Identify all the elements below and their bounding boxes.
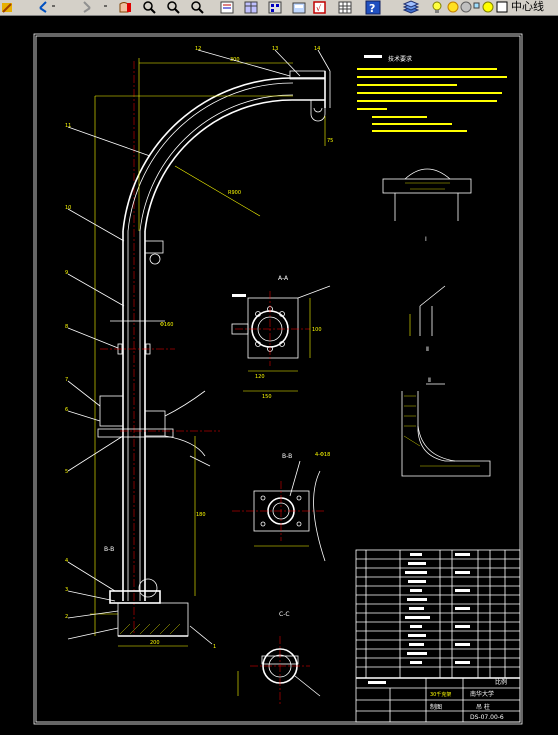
dim-dia-pipe: Φ160 [160,322,173,328]
zoom-previous-icon[interactable] [191,1,204,14]
weld-detail-2: Ⅱ [409,285,446,353]
dim-150: 150 [262,394,272,400]
dim-100: 100 [312,327,322,333]
section-c-c-label: C-C [279,611,290,618]
svg-text:?: ? [369,2,375,15]
part-no-6: 6 [65,407,68,413]
color-swatch-icon[interactable] [482,1,508,13]
marker-b-left: B-B [104,546,114,553]
drawing-inner-frame [35,35,521,723]
part-no-12: 12 [195,46,201,52]
section-c-c: C-C [237,611,321,706]
section-a-a: A-A 120 150 100 [231,275,331,400]
part-no-10: 10 [65,205,71,211]
lock-icon[interactable] [460,1,480,13]
notes-title: 技术要求 [388,55,412,63]
pan-icon[interactable] [119,2,131,13]
part-no-8: 8 [65,324,68,330]
drawing-frame [33,33,523,725]
title-role: 制图 [430,703,442,711]
weld-detail-1: Ⅰ [382,168,472,243]
dim-75: 75 [327,138,333,144]
zoom-realtime-icon[interactable] [143,1,156,14]
table-icon[interactable] [338,1,352,14]
properties-icon[interactable] [220,1,234,14]
part-no-4: 4 [65,558,68,564]
toolbar-icons: √ ? [2,0,508,15]
part-no-1: 1 [213,644,216,650]
part-no-13: 13 [272,46,278,52]
tool-palettes-icon[interactable] [268,1,282,14]
markup-icon[interactable] [292,2,306,14]
section-b-b-label: B-B [282,453,292,460]
sun-icon[interactable] [447,1,459,13]
title-design: 30千克架 [430,691,451,698]
dim-120: 120 [255,374,265,380]
title-part-name: 吊 柱 [476,703,490,711]
drawing-canvas[interactable]: .w { stroke:#fff; fill:none; stroke-widt… [0,16,558,735]
title-drawing-no: DS-07.00-6 [470,714,504,721]
part-no-9: 9 [65,270,68,276]
title-school: 南华大学 [470,690,494,698]
zoom-window-icon[interactable] [167,1,180,14]
dim-holes: 4-Φ18 [315,452,330,458]
calc-icon[interactable]: √ [313,1,326,14]
cad-toolbar: √ ? [0,0,558,16]
technical-notes: 技术要求 [357,55,507,132]
pencil-icon[interactable] [2,3,12,13]
help-icon[interactable]: ? [365,0,381,15]
title-block: 30千克架 南华大学 吊 柱 制图 DS-07.00-6 比例 [356,678,520,722]
part-no-7: 7 [65,377,68,383]
part-no-14: 14 [314,46,320,52]
redo-icon[interactable] [83,1,107,13]
detail-2-label: Ⅱ [426,346,429,353]
section-a-a-label: A-A [278,275,289,282]
part-no-2: 2 [65,614,68,620]
design-center-icon[interactable] [244,1,258,14]
dim-200: 200 [150,640,160,646]
part-no-11: 11 [65,123,71,129]
part-leaders: 12 13 14 11 10 9 8 7 6 5 4 3 2 1 [65,46,331,650]
detail-1-label: Ⅰ [425,236,427,243]
undo-icon[interactable] [39,1,55,13]
bulb-icon[interactable] [432,1,442,13]
layers-icon[interactable] [402,0,420,14]
main-column-view: 300 R900 75 Φ160 [90,57,333,647]
layer-name[interactable]: 中心线 [511,0,544,13]
parts-list-table [355,549,521,723]
part-no-3: 3 [65,587,68,593]
part-no-5: 5 [65,469,68,475]
dim-radius: R900 [228,190,241,196]
svg-text:√: √ [316,4,322,13]
title-scale: 比例 [495,678,507,686]
detail-3-label: Ⅱ [428,377,431,384]
section-b-b: B-B 4-Φ18 [232,452,330,562]
weld-detail-3: Ⅱ [401,377,491,477]
dim-180: 180 [196,512,206,518]
